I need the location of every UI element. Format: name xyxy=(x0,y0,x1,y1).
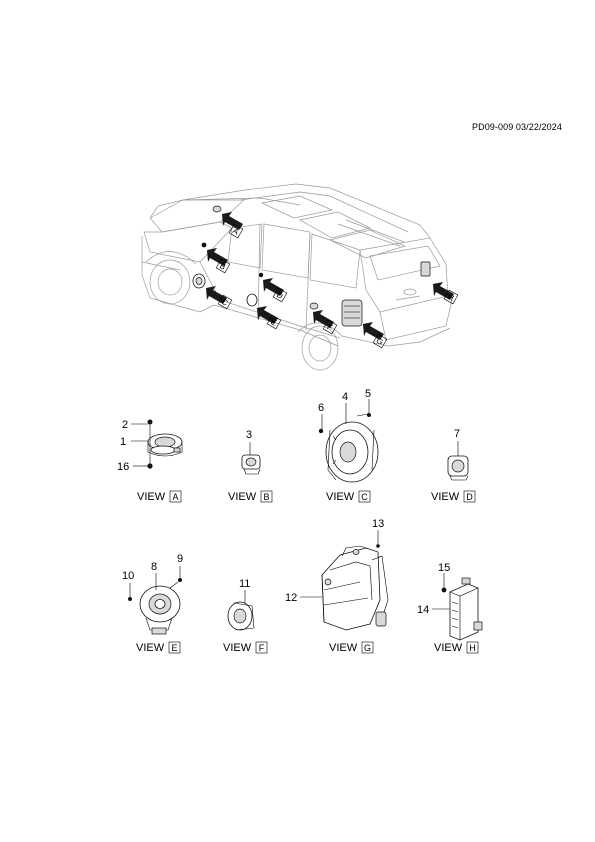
view-label-c: VIEW C xyxy=(326,490,371,503)
callout-14: 14 xyxy=(417,604,429,616)
view-f: 11 xyxy=(227,578,255,631)
view-g: 12 13 xyxy=(285,518,389,631)
callout-2: 2 xyxy=(122,419,128,431)
callout-15: 15 xyxy=(438,562,450,574)
document-id: PD09-009 03/22/2024 xyxy=(472,122,562,132)
arrow-g: G xyxy=(363,322,388,349)
view-label-h: VIEW H xyxy=(434,641,479,654)
arrow-h: H xyxy=(433,282,459,305)
callout-12: 12 xyxy=(285,592,297,604)
vehicle-parts xyxy=(192,205,431,327)
arrow-d: D xyxy=(263,278,288,303)
svg-text:D: D xyxy=(466,492,473,502)
view-label-f: VIEW F xyxy=(223,641,268,654)
car-label-e: E xyxy=(269,317,278,327)
svg-text:VIEW: VIEW xyxy=(137,491,166,503)
arrow-b: B xyxy=(207,248,231,274)
callout-8: 8 xyxy=(151,561,157,573)
callout-4: 4 xyxy=(342,391,348,403)
view-c: 6 4 5 xyxy=(318,388,379,483)
arrow-c: C xyxy=(206,286,233,310)
car-label-h: H xyxy=(446,292,456,303)
callout-10: 10 xyxy=(122,570,134,582)
svg-text:H: H xyxy=(469,643,476,653)
car-label-f: F xyxy=(325,322,334,332)
svg-text:VIEW: VIEW xyxy=(223,642,252,654)
svg-text:C: C xyxy=(361,492,368,502)
car-label-d: D xyxy=(275,290,285,301)
vehicle-outline xyxy=(141,183,453,371)
svg-text:VIEW: VIEW xyxy=(136,642,165,654)
view-b: 3 xyxy=(241,429,261,475)
arrow-f: F xyxy=(313,310,338,335)
callout-3: 3 xyxy=(246,429,252,441)
callout-9: 9 xyxy=(177,553,183,565)
view-a: 2 1 16 xyxy=(117,419,183,473)
part-screw xyxy=(147,419,153,425)
view-h: 15 14 xyxy=(417,562,483,641)
svg-text:VIEW: VIEW xyxy=(434,642,463,654)
callout-7: 7 xyxy=(454,428,460,440)
svg-text:E: E xyxy=(171,643,177,653)
svg-text:VIEW: VIEW xyxy=(431,491,460,503)
car-label-a: A xyxy=(231,226,241,237)
part-clip xyxy=(147,463,153,469)
car-label-g: G xyxy=(375,336,385,347)
svg-text:VIEW: VIEW xyxy=(329,642,358,654)
car-label-b: B xyxy=(218,261,227,271)
svg-text:VIEW: VIEW xyxy=(326,491,355,503)
callout-6: 6 xyxy=(318,402,324,414)
callout-1: 1 xyxy=(120,436,126,448)
callout-16: 16 xyxy=(117,461,129,473)
svg-text:A: A xyxy=(172,492,178,502)
svg-text:B: B xyxy=(263,492,269,502)
svg-text:F: F xyxy=(259,643,265,653)
arrow-a: A xyxy=(222,212,244,239)
callout-5: 5 xyxy=(365,388,371,400)
car-label-c: C xyxy=(220,297,230,308)
svg-text:G: G xyxy=(364,643,371,653)
view-d: 7 xyxy=(447,428,469,481)
view-label-b: VIEW B xyxy=(228,490,273,503)
view-label-e: VIEW E xyxy=(136,641,181,654)
callout-11: 11 xyxy=(239,578,250,590)
svg-text:VIEW: VIEW xyxy=(228,491,257,503)
view-arrows: A B C D xyxy=(206,212,459,349)
view-label-d: VIEW D xyxy=(431,490,476,503)
callout-13: 13 xyxy=(372,518,384,530)
view-label-a: VIEW A xyxy=(137,490,182,503)
view-e: 10 8 9 xyxy=(122,553,183,635)
view-label-g: VIEW G xyxy=(329,641,374,654)
arrow-e: E xyxy=(257,306,282,330)
view-labels: VIEW A VIEW B VIEW C VIEW D VIEW E VIEW … xyxy=(136,490,479,654)
